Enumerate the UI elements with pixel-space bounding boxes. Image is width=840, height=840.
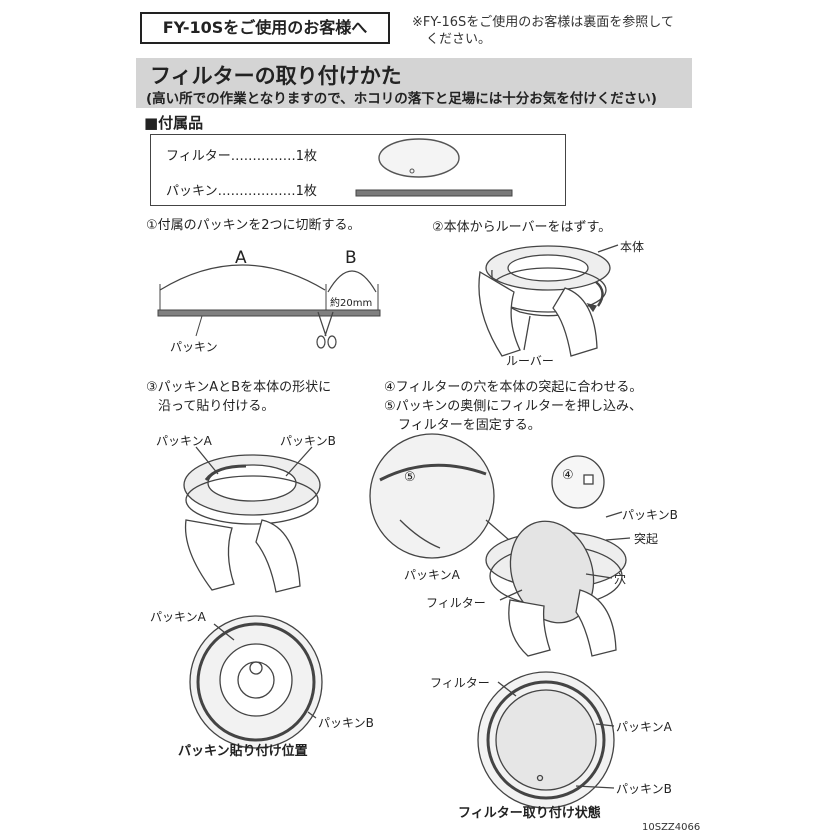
accessory-packing-strip (355, 189, 513, 197)
step-4: ④フィルターの穴を本体の突起に合わせる。 (384, 380, 643, 395)
label-circle-5: ⑤ (404, 470, 416, 485)
caption-packing-position: パッキン貼り付け位置 (178, 744, 308, 759)
label-b: B (345, 248, 357, 268)
section-title: フィルターの取り付けかた (150, 64, 402, 88)
scissors-icon (316, 311, 337, 349)
label-circle-4: ④ (562, 468, 574, 483)
label-position-packing-a: パッキンA (150, 610, 206, 624)
model-title-box: FY-10Sをご使用のお客様へ (140, 12, 390, 44)
label-step5-packing-b: パッキンB (622, 508, 678, 522)
step2-illustration (478, 244, 619, 357)
accessory-filter-disc (378, 138, 460, 178)
step-1: ①付属のパッキンを2つに切断する。 (146, 218, 361, 233)
title-bar (136, 58, 692, 108)
header-note-line1: ※FY-16Sをご使用のお客様は裏面を参照して (412, 15, 674, 30)
accessories-box (150, 134, 566, 206)
label-louver: ルーバー (506, 354, 554, 368)
step-2: ②本体からルーバーをはずす。 (432, 220, 612, 235)
step-5-line2: フィルターを固定する。 (398, 418, 541, 433)
accessory-filter-hole (409, 168, 415, 174)
packing-strip (157, 309, 381, 317)
step-5-line1: ⑤パッキンの奥側にフィルターを押し込み、 (384, 399, 643, 414)
step45-illustration (369, 433, 631, 657)
header-note-line2: ください。 (426, 32, 492, 47)
label-installed-filter: フィルター (430, 676, 490, 690)
step-3-line1: ③パッキンAとBを本体の形状に (146, 380, 332, 395)
label-installed-packing-a: パッキンA (616, 720, 672, 734)
label-step5-filter: フィルター (426, 596, 486, 610)
section-subtitle: (高い所での作業となりますので、ホコリの落下と足場には十分お気を付けください) (146, 91, 657, 107)
header-note: ※FY-16Sをご使用のお客様は裏面を参照して ください。 (412, 14, 712, 48)
packing-position-illustration (189, 615, 323, 749)
label-step3-packing-a: パッキンA (156, 434, 212, 448)
step3-illustration (183, 446, 321, 593)
caption-filter-installed: フィルター取り付け状態 (458, 806, 601, 821)
label-step5-packing-a: パッキンA (404, 568, 460, 582)
accessory-filter: フィルター……………1枚 (166, 149, 318, 164)
model-title: FY-10Sをご使用のお客様へ (162, 18, 368, 37)
packing-leader (195, 315, 203, 337)
label-protrusion: 突起 (634, 532, 659, 546)
dimension-arc-a (159, 264, 326, 291)
label-position-packing-b: パッキンB (318, 716, 374, 730)
accessories-heading: ■付属品 (144, 114, 204, 132)
label-step3-packing-b: パッキンB (280, 434, 336, 448)
dimension-arc-b (327, 270, 377, 293)
document-code: 10SZZ4066 (642, 822, 701, 833)
accessory-packing: パッキン………………1枚 (166, 184, 317, 199)
filter-installed-illustration (477, 671, 615, 809)
label-packing: パッキン (170, 340, 218, 354)
label-installed-packing-b: パッキンB (616, 782, 672, 796)
label-hole: 穴 (614, 572, 627, 586)
step-3-line2: 沿って貼り付ける。 (158, 399, 275, 414)
label-about-20mm: 約20mm (330, 298, 373, 309)
label-a: A (235, 248, 247, 268)
label-body: 本体 (620, 240, 645, 254)
